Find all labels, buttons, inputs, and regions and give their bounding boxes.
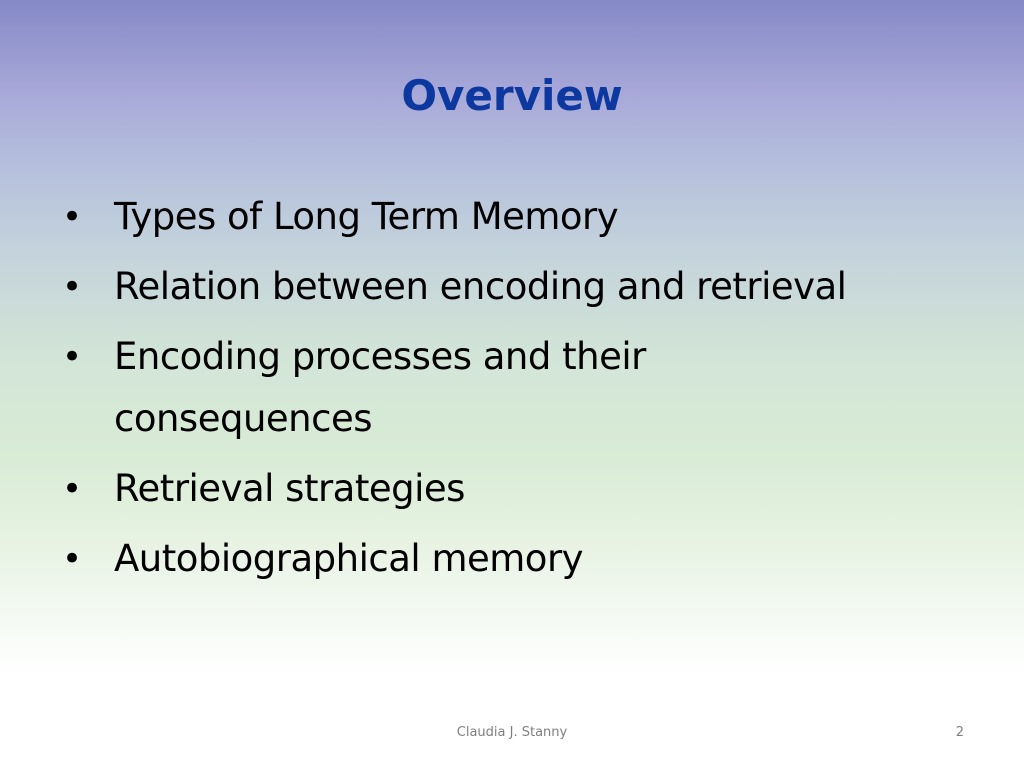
bullet-item: • Encoding processes and their consequen… [56, 326, 754, 450]
slide-title: Overview [401, 71, 623, 120]
bullet-marker: • [62, 539, 82, 579]
bullet-text: Relation between encoding and retrieval [114, 265, 847, 308]
footer-author: Claudia J. Stanny [456, 725, 568, 740]
bullet-item: • Autobiographical memory [56, 528, 996, 590]
bullet-item: • Retrieval strategies [56, 458, 996, 520]
bullet-text: Retrieval strategies [114, 467, 465, 510]
bullet-item: • Relation between encoding and retrieva… [56, 256, 996, 318]
bullet-marker: • [62, 337, 82, 377]
bullet-list: • Types of Long Term Memory • Relation b… [56, 186, 996, 598]
bullet-item: • Types of Long Term Memory [56, 186, 996, 248]
bullet-text: Autobiographical memory [114, 537, 584, 580]
page-number: 2 [955, 725, 964, 740]
bullet-marker: • [62, 197, 82, 237]
bullet-marker: • [62, 469, 82, 509]
bullet-marker: • [62, 267, 82, 307]
bullet-text: Encoding processes and their consequence… [114, 335, 646, 440]
bullet-text: Types of Long Term Memory [114, 195, 619, 238]
slide-footer: Claudia J. Stanny 2 [0, 722, 1024, 744]
